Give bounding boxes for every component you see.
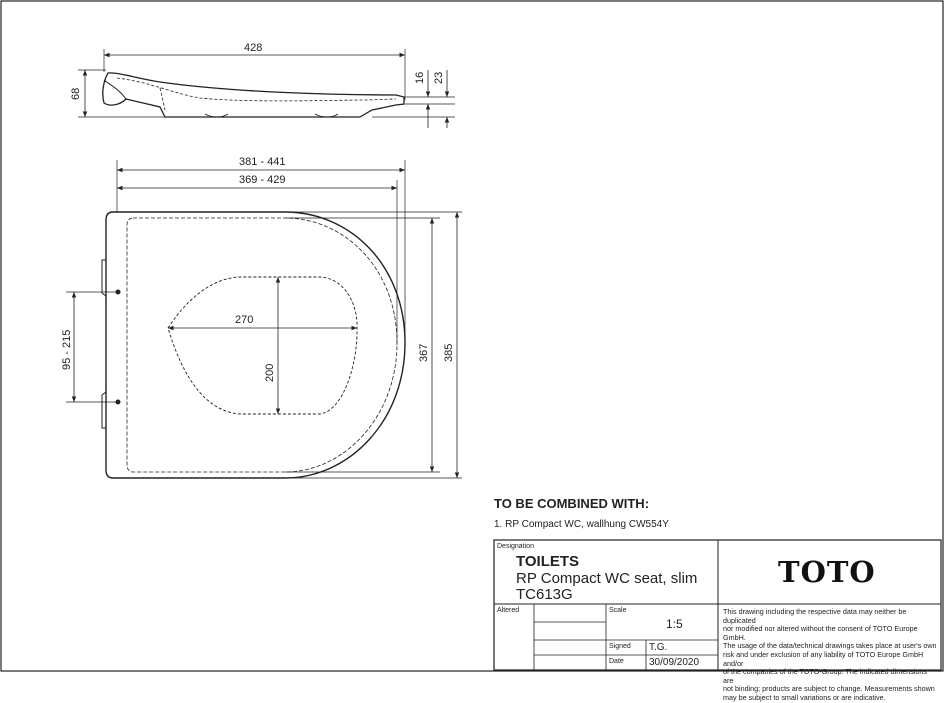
dim-width-outer: 381 - 441 — [239, 156, 286, 168]
dim-side-thickness-b: 23 — [433, 71, 445, 84]
dim-side-thickness-a: 16 — [414, 71, 426, 84]
scale-value: 1:5 — [666, 617, 683, 631]
designation-line-3: TC613G — [516, 586, 573, 603]
dim-side-length: 428 — [244, 42, 263, 54]
designation-label: Designation — [497, 543, 534, 550]
top-view — [101, 211, 406, 479]
dim-depth-outer: 385 — [443, 343, 455, 362]
signed-value: T.G. — [649, 642, 668, 653]
top-view-dimensions — [66, 160, 462, 479]
toto-logo: TOTO — [778, 555, 876, 589]
disclaimer-line: may be subject to small variations or ar… — [723, 692, 886, 702]
designation-line-2: RP Compact WC seat, slim — [516, 570, 698, 587]
dim-side-height: 68 — [70, 87, 82, 100]
disclaimer-line: of the companies of the TOTO-Group. The … — [723, 667, 928, 685]
altered-label: Altered — [497, 607, 520, 614]
disclaimer-line: This drawing including the respective da… — [723, 607, 907, 625]
date-label: Date — [609, 658, 624, 665]
combine-item: 1. RP Compact WC, wallhung CW554Y — [494, 519, 669, 530]
disclaimer-line: nor modified nor altered without the con… — [723, 624, 918, 642]
title-block — [493, 539, 942, 671]
signed-label: Signed — [609, 643, 631, 650]
dim-opening-width: 270 — [235, 314, 254, 326]
sheet-border — [0, 0, 944, 672]
scale-label: Scale — [609, 607, 627, 614]
disclaimer-line: risk and under exclusion of any liabilit… — [723, 649, 924, 668]
dim-opening-height: 200 — [264, 363, 276, 382]
date-value: 30/09/2020 — [649, 657, 700, 668]
dim-width-inner: 369 - 429 — [239, 174, 286, 186]
disclaimer-line: not binding; products are subject to cha… — [723, 684, 935, 694]
technical-drawing — [0, 0, 944, 672]
dim-hinge-spacing: 95 - 215 — [61, 329, 73, 370]
disclaimer-text: This drawing including the respective da… — [723, 607, 939, 703]
designation-line-1: TOILETS — [516, 553, 580, 570]
combine-heading: TO BE COMBINED WITH: — [494, 496, 650, 511]
dim-depth-inner: 367 — [418, 343, 430, 362]
side-view — [78, 49, 455, 128]
disclaimer-line: The usage of the data/technical drawings… — [723, 641, 937, 651]
